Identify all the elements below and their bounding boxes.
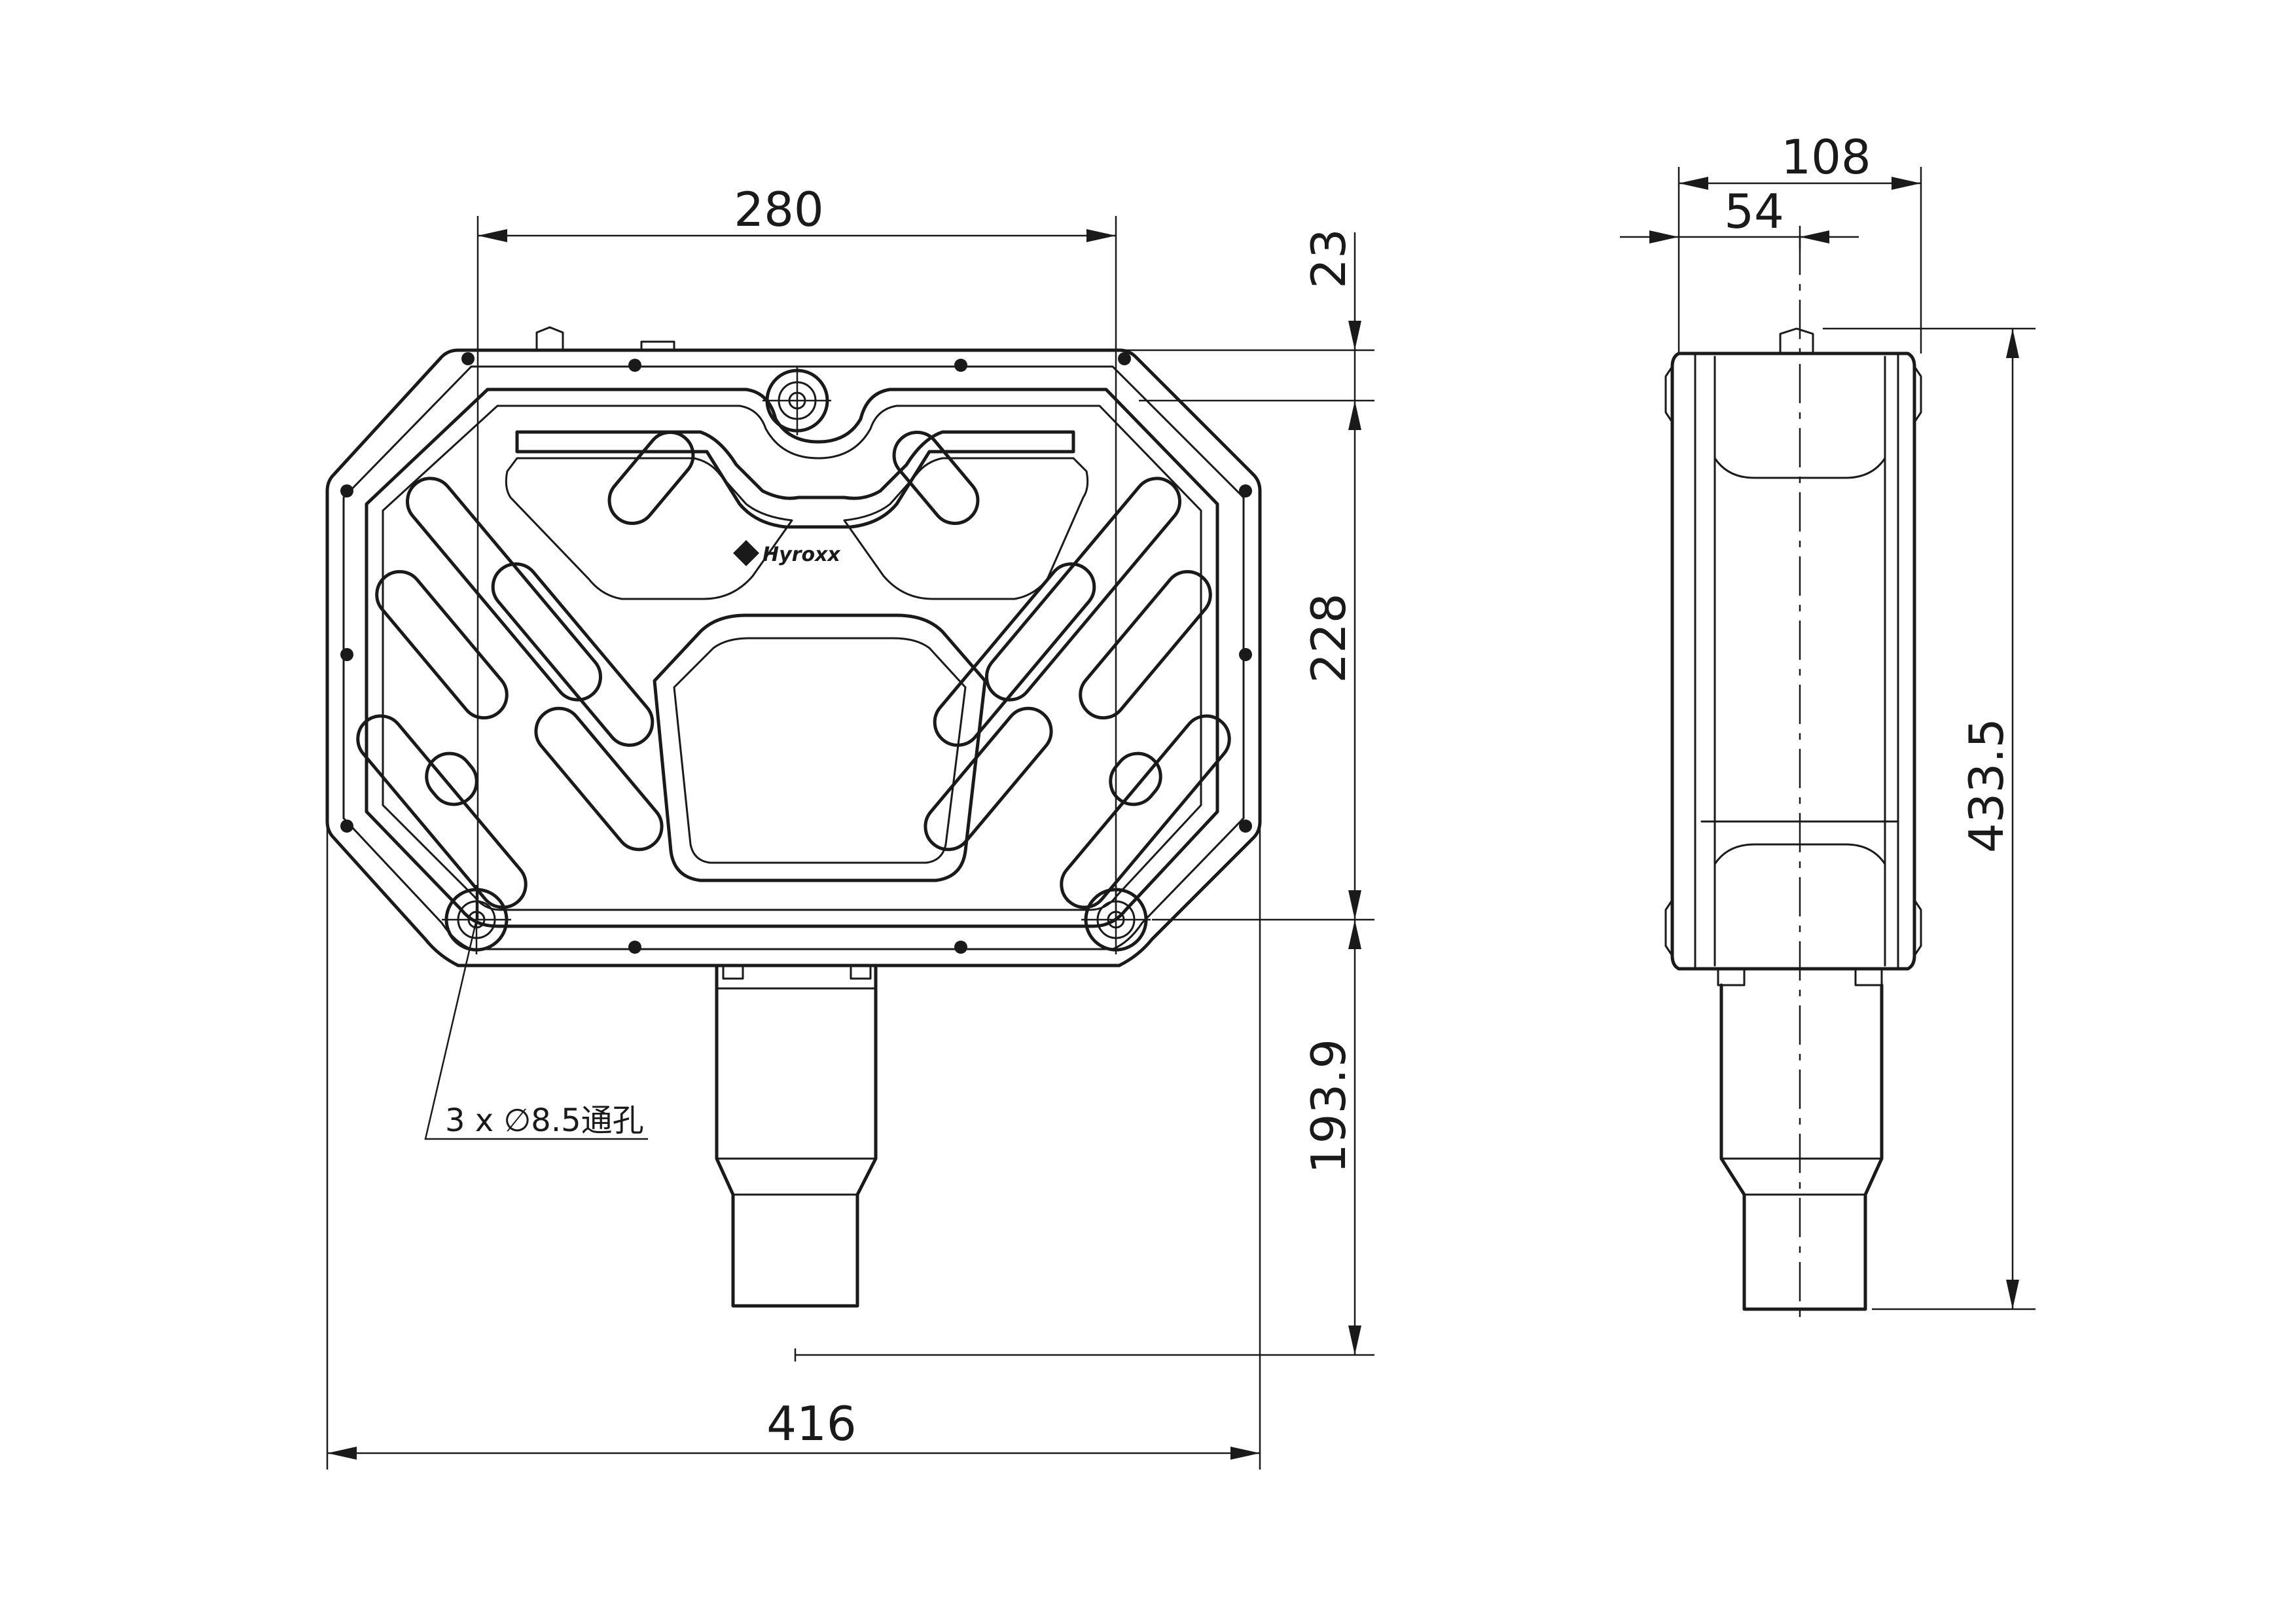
hole-callout-text: 3 x ∅8.5通孔 [445,1102,644,1139]
fin-right-1 [1079,569,1212,720]
dim-433-5-label: 433.5 [1959,718,2014,853]
dim-416-label: 416 [766,1396,856,1451]
front-view-dimensions: 280 416 23 228 193.9 [326,182,1374,1470]
central-cutout [653,613,987,882]
side-body-outline [1670,352,1916,971]
side-view [1664,236,1922,1326]
side-flange-right [1913,365,1922,957]
hole-callout-leader [424,919,648,1140]
perimeter-bolts [340,352,1252,954]
central-plate [515,430,1075,529]
dim-54-label: 54 [1724,184,1784,239]
fin-right-5 [933,562,1096,747]
exhaust-pipe-side [1719,983,1884,1311]
fin-right-7 [892,431,980,525]
brand-logo: Hyroxx [733,540,841,566]
dim-228-label: 228 [1301,593,1356,683]
fin-left-1 [375,569,509,720]
exhaust-pipe-front [715,964,878,1308]
fin-right-6 [1109,751,1162,806]
housing-inner-panel [365,388,1219,928]
fin-left-5 [491,562,655,747]
fin-left-4 [534,706,664,852]
fin-right-3 [1060,714,1231,909]
fin-right-2 [985,477,1181,702]
fin-left-2 [406,477,602,702]
dim-280-label: 280 [734,182,823,237]
housing-inner-panel-edge [382,405,1202,911]
side-bottom-tabs [1717,967,1883,986]
side-top-connector [1779,327,1814,355]
cooling-fins-left [356,431,695,909]
fin-left-7 [607,431,695,525]
housing-outer-outline [325,348,1262,967]
front-view: Hyroxx [325,326,1374,1362]
fin-left-6 [425,751,478,806]
dim-193-9-label: 193.9 [1301,1039,1356,1174]
fin-left-3 [356,714,528,909]
upper-rib-right [843,457,1089,600]
central-cutout-inner [673,637,967,864]
mounting-hole-top [762,367,831,435]
logo-text: Hyroxx [762,543,841,566]
top-connector [535,326,675,352]
dim-23-label: 23 [1301,228,1356,289]
side-flange-left [1664,365,1674,957]
upper-rib-left [505,457,793,600]
logo-diamond-icon [733,540,759,566]
fin-right-4 [924,706,1053,852]
side-view-dimensions: 108 54 433.5 [1620,130,2036,1310]
dim-108-label: 108 [1781,130,1871,185]
cooling-fins-right [892,431,1231,909]
